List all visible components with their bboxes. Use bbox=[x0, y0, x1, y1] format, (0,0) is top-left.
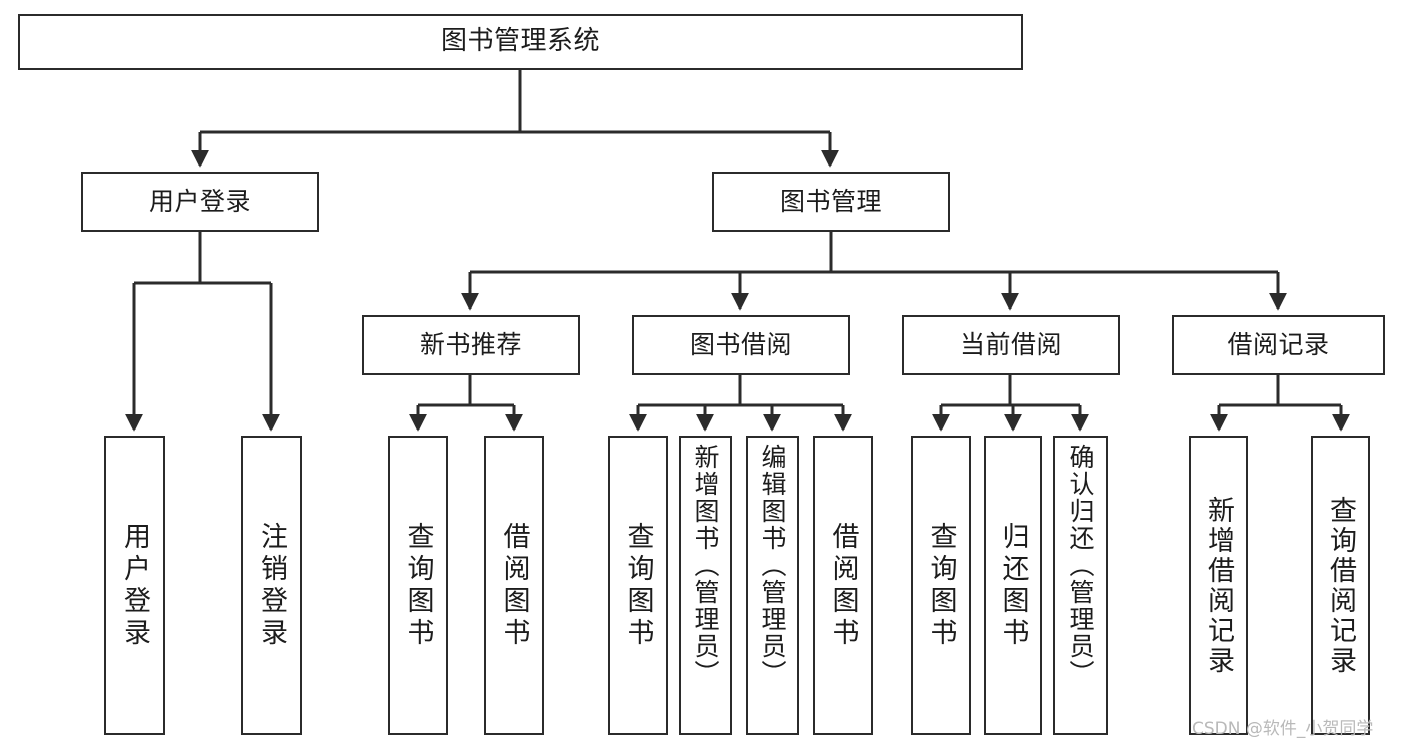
node-label: 编辑图书（管理员） bbox=[758, 444, 787, 687]
node-new-book-recommend[interactable]: 新书推荐 bbox=[362, 315, 580, 375]
node-label: 借阅图书 bbox=[827, 521, 859, 650]
node-current-borrow[interactable]: 当前借阅 bbox=[902, 315, 1120, 375]
node-user-login[interactable]: 用户登录 bbox=[81, 172, 319, 232]
node-leaf-user-login[interactable]: 用户登录 bbox=[104, 436, 165, 735]
node-root-book-management-system[interactable]: 图书管理系统 bbox=[18, 14, 1023, 70]
node-label: 确认归还（管理员） bbox=[1066, 444, 1095, 687]
node-label: 借阅记录 bbox=[1227, 330, 1330, 359]
node-label: 图书管理系统 bbox=[440, 26, 600, 57]
node-leaf-confirm-return-admin[interactable]: 确认归还（管理员） bbox=[1053, 436, 1108, 735]
node-leaf-borrow-book[interactable]: 借阅图书 bbox=[813, 436, 873, 735]
node-borrow-record[interactable]: 借阅记录 bbox=[1172, 315, 1385, 375]
node-label: 查询图书 bbox=[925, 521, 957, 650]
node-label: 用户登录 bbox=[119, 521, 150, 650]
node-label: 查询图书 bbox=[402, 521, 434, 650]
node-label: 查询图书 bbox=[622, 521, 654, 650]
csdn-watermark: CSDN @软件_小贺同学 bbox=[1192, 719, 1374, 739]
node-leaf-borrow-book-rec[interactable]: 借阅图书 bbox=[484, 436, 544, 735]
node-label: 新书推荐 bbox=[419, 330, 522, 359]
node-label: 查询借阅记录 bbox=[1325, 495, 1356, 676]
node-book-borrow[interactable]: 图书借阅 bbox=[632, 315, 850, 375]
node-leaf-add-borrow-record[interactable]: 新增借阅记录 bbox=[1189, 436, 1248, 735]
node-label: 新增图书（管理员） bbox=[691, 444, 720, 687]
node-leaf-query-book-rec[interactable]: 查询图书 bbox=[388, 436, 448, 735]
node-label: 注销登录 bbox=[256, 521, 287, 650]
node-label: 图书管理 bbox=[779, 187, 882, 216]
node-leaf-query-book-borrow[interactable]: 查询图书 bbox=[608, 436, 668, 735]
node-leaf-logout-login[interactable]: 注销登录 bbox=[241, 436, 302, 735]
node-leaf-return-book[interactable]: 归还图书 bbox=[984, 436, 1042, 735]
node-leaf-query-book-current[interactable]: 查询图书 bbox=[911, 436, 971, 735]
node-label: 图书借阅 bbox=[689, 330, 792, 359]
node-label: 新增借阅记录 bbox=[1203, 495, 1234, 676]
node-leaf-query-borrow-record[interactable]: 查询借阅记录 bbox=[1311, 436, 1370, 735]
node-label: 借阅图书 bbox=[498, 521, 530, 650]
node-label: 当前借阅 bbox=[959, 330, 1062, 359]
node-label: 归还图书 bbox=[997, 521, 1029, 650]
node-leaf-add-book-admin[interactable]: 新增图书（管理员） bbox=[679, 436, 732, 735]
node-book-manage[interactable]: 图书管理 bbox=[712, 172, 950, 232]
node-leaf-edit-book-admin[interactable]: 编辑图书（管理员） bbox=[746, 436, 799, 735]
node-label: 用户登录 bbox=[148, 187, 251, 216]
